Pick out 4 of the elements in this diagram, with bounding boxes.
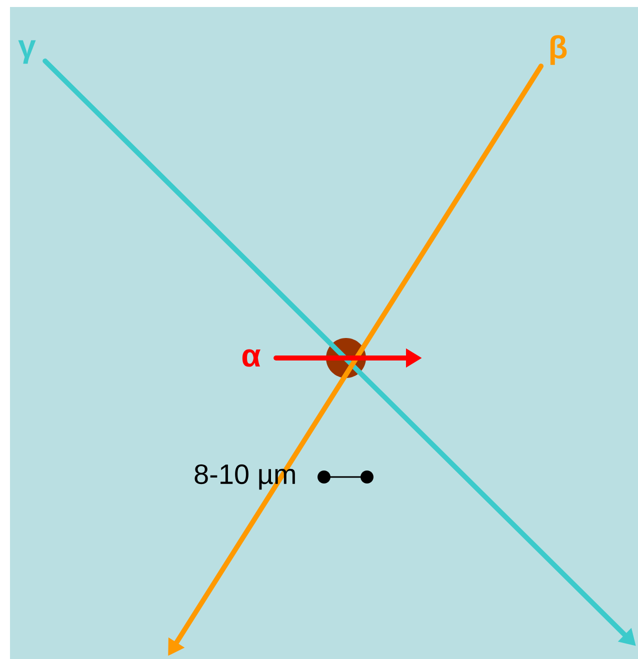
greek-letter-label: γ <box>18 40 36 64</box>
greek-letter-label: α <box>242 349 260 367</box>
cell-circle <box>326 338 366 378</box>
greek-letter-label: β <box>550 35 567 65</box>
